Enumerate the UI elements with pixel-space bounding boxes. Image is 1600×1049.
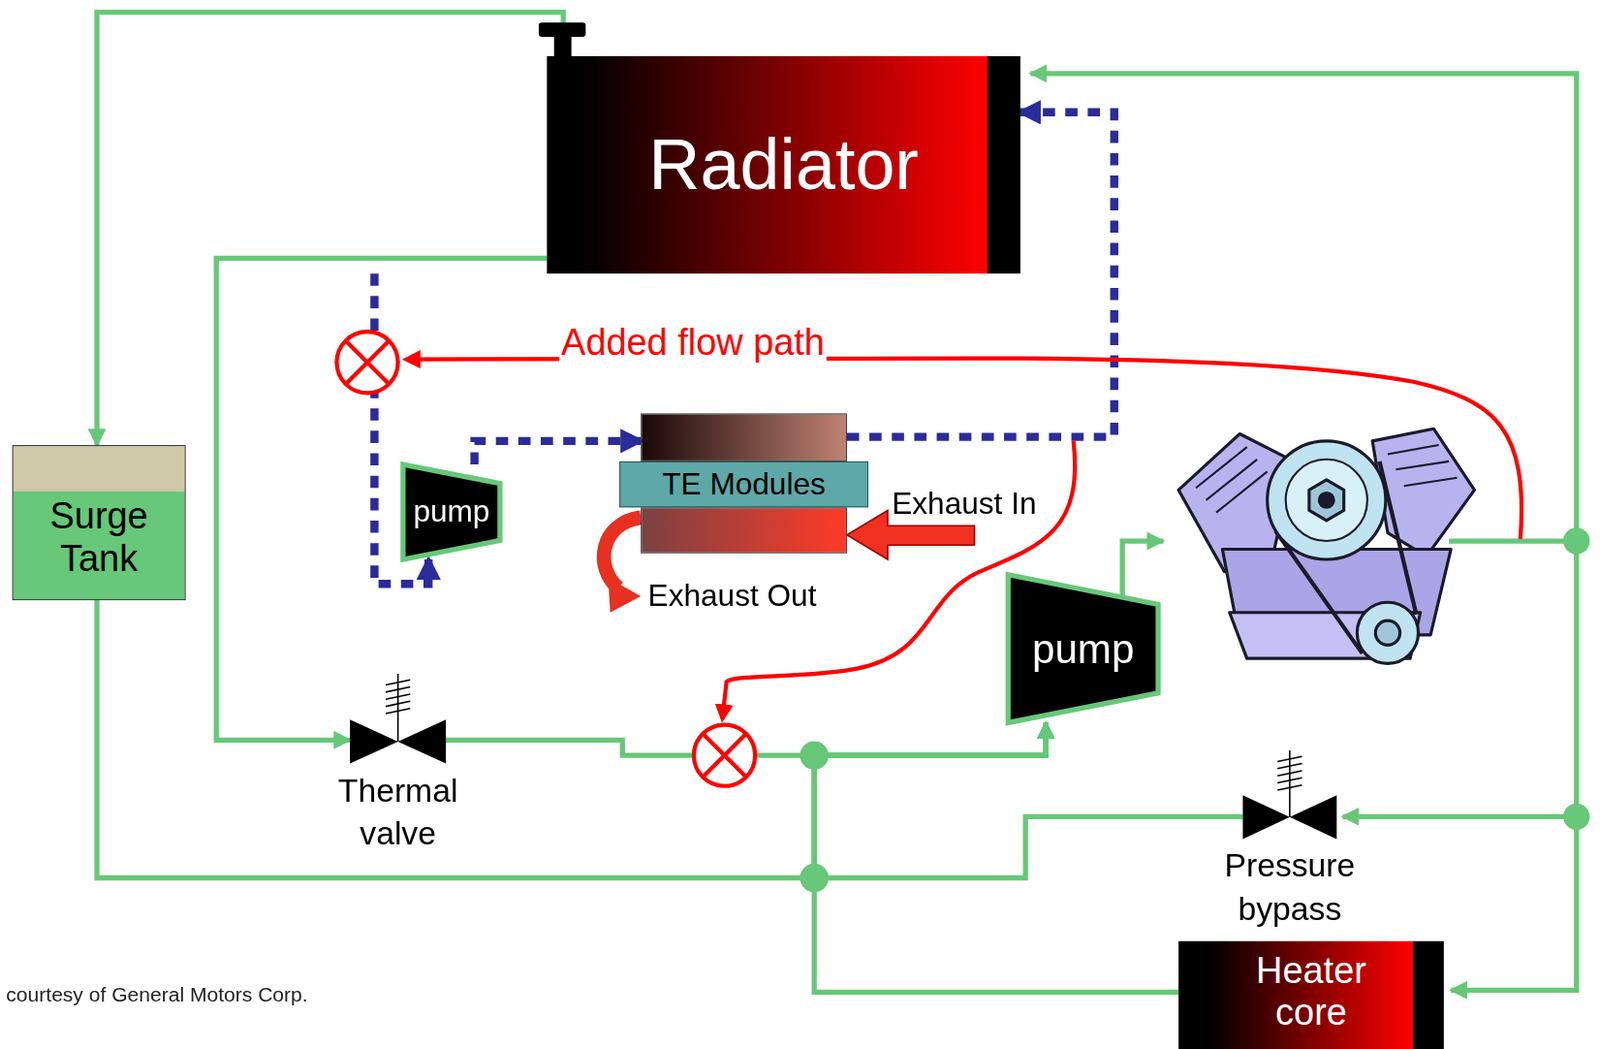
pressure-bypass-valve: Pressure bypass xyxy=(1242,750,1337,840)
heater-core: Heater core xyxy=(1178,941,1444,1049)
te-band: TE Modules xyxy=(619,461,869,507)
node-text: Thermal valve xyxy=(321,769,475,855)
coolant-pipe xyxy=(96,599,1046,878)
radiator: Radiator xyxy=(546,56,1021,274)
added-flow-path xyxy=(406,358,1522,720)
label-text: Exhaust Out xyxy=(645,578,818,614)
node-text: TE Modules xyxy=(661,466,826,502)
node-text: pump xyxy=(1032,625,1134,672)
surge-tank: Surge Tank xyxy=(12,444,187,600)
thermal-valve: Thermal valve xyxy=(349,673,446,764)
node-text: Surge Tank xyxy=(13,495,186,580)
coolant-lines xyxy=(1030,73,1576,991)
node-text: Pressure bypass xyxy=(1213,845,1367,931)
hot-side-block xyxy=(640,412,848,461)
exhaust-block xyxy=(640,506,848,553)
label-text: Exhaust In xyxy=(889,485,1038,521)
coolant-pipe xyxy=(216,257,547,740)
node-text: Heater core xyxy=(1219,948,1404,1034)
coolant-pipe xyxy=(814,721,1179,992)
coolant-pipe xyxy=(96,12,564,445)
valve-symbol xyxy=(1242,750,1337,840)
te-coolant-loop xyxy=(474,440,642,465)
node-text: pump xyxy=(412,494,490,530)
coolant-pipe xyxy=(814,721,1243,878)
pump: pump xyxy=(403,464,501,560)
flow-control-valve xyxy=(336,331,755,786)
valve-symbol xyxy=(349,673,446,764)
junction-dots xyxy=(799,527,1590,892)
label-text: Added flow path xyxy=(559,321,827,365)
node-text: Radiator xyxy=(648,124,919,207)
radiator-cap xyxy=(538,22,586,58)
te-module-stack: TE Modules xyxy=(640,412,848,553)
pump: pump xyxy=(1007,574,1159,723)
engine-illustration xyxy=(1178,428,1475,663)
label-text: courtesy of General Motors Corp. xyxy=(3,982,311,1006)
